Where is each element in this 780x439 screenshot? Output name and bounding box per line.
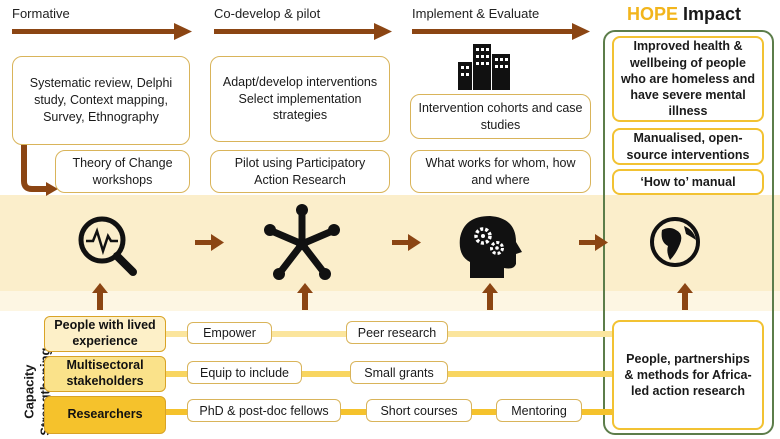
phase-implement: Implement & Evaluate: [412, 6, 540, 21]
formative-methods-box: Systematic review, Delphi study, Context…: [12, 56, 190, 145]
city-buildings-icon: [458, 44, 510, 90]
globe-icon: [650, 217, 700, 267]
head-gears-icon: [459, 216, 522, 278]
impact-brand: HOPE: [627, 4, 679, 24]
group-lived-experience: People with lived experience: [44, 316, 166, 352]
item-peer-research: Peer research: [346, 321, 448, 344]
impact-frame: [603, 30, 774, 435]
icon-band-fade: [0, 291, 780, 311]
impact-word: Impact: [683, 4, 742, 24]
adapt-develop-box: Adapt/develop interventions Select imple…: [210, 56, 390, 142]
item-mentoring: Mentoring: [496, 399, 582, 422]
up-arrows: [92, 283, 693, 310]
phase-formative: Formative: [12, 6, 70, 21]
magnifier-pulse-icon: [78, 216, 137, 276]
phase-codevelop: Co-develop & pilot: [214, 6, 321, 21]
item-small-grants: Small grants: [350, 361, 448, 384]
band-arrows: [195, 234, 608, 251]
what-works-box: What works for whom, how and where: [410, 150, 591, 193]
item-short-courses: Short courses: [366, 399, 472, 422]
item-phd-fellows: PhD & post-doc fellows: [187, 399, 341, 422]
hands-network-icon: [264, 204, 340, 280]
item-empower: Empower: [187, 322, 272, 344]
group-researchers: Researchers: [44, 396, 166, 434]
intervention-cohorts-box: Intervention cohorts and case studies: [410, 94, 591, 139]
impact-capacity-box: People, partnerships & methods for Afric…: [612, 320, 764, 430]
band-icons: [78, 204, 700, 280]
icon-band: [0, 195, 780, 291]
impact-heading: HOPE Impact: [627, 4, 741, 25]
impact-howto-box: ‘How to’ manual: [612, 169, 764, 195]
item-equip-to-include: Equip to include: [187, 361, 302, 384]
pilot-par-box: Pilot using Participatory Action Researc…: [210, 150, 390, 193]
group-stakeholders: Multisectoral stakeholders: [44, 356, 166, 392]
phase-arrows: [12, 23, 590, 40]
theory-of-change-box: Theory of Change workshops: [55, 150, 190, 193]
impact-manualised-box: Manualised, open-source interventions: [612, 128, 764, 165]
formative-elbow-arrow: [21, 145, 58, 196]
impact-health-box: Improved health & wellbeing of people wh…: [612, 36, 764, 122]
